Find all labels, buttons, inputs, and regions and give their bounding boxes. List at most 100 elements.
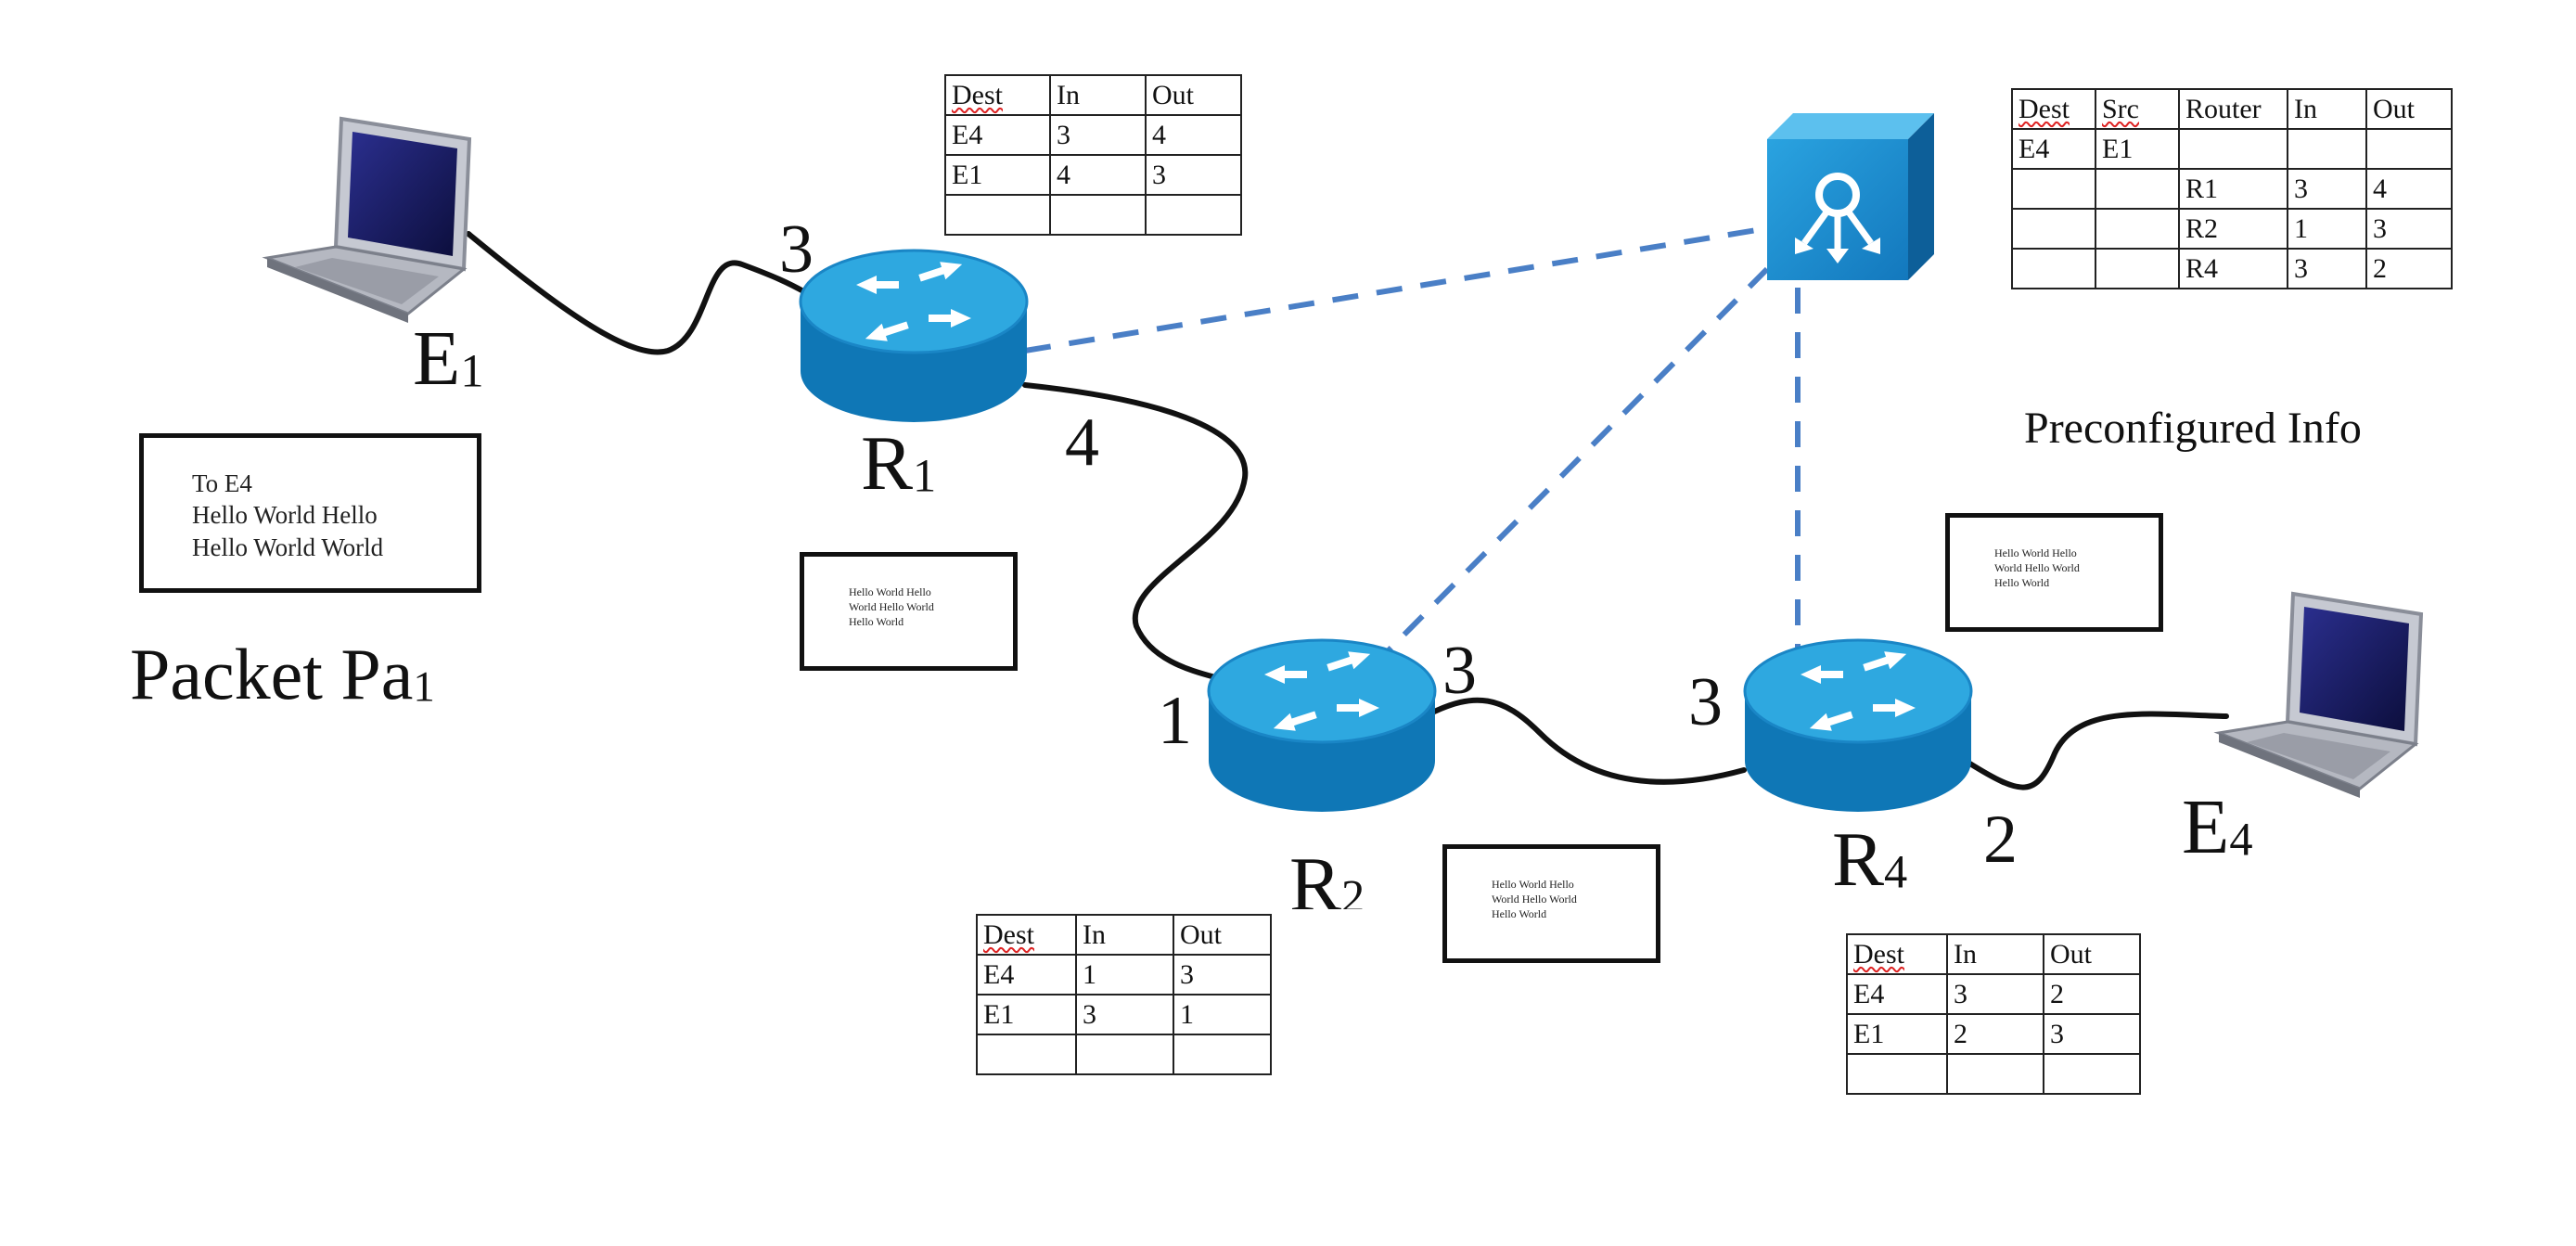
table-cell: R4 — [2178, 248, 2288, 289]
table-row: E1 2 3 — [1846, 1013, 2141, 1055]
table-cell: 3 — [2287, 168, 2367, 210]
table-cell — [1145, 194, 1242, 236]
table-header-cell: In — [1075, 914, 1174, 956]
table-row — [976, 1034, 1272, 1075]
table-cell — [2095, 168, 2180, 210]
table-cell: R1 — [2178, 168, 2288, 210]
table-cell: 1 — [1075, 954, 1174, 996]
table-cell — [1173, 1034, 1272, 1075]
table-header-cell: Out — [1145, 74, 1242, 116]
port-r4-right: 2 — [1983, 802, 2018, 878]
control-links — [1024, 225, 1801, 669]
table-cell — [1075, 1034, 1174, 1075]
link-r2-r4 — [1426, 697, 1747, 785]
router-icon — [1207, 638, 1437, 812]
table-cell: E1 — [2095, 128, 2180, 170]
packet-copy-r1-r2: Hello World Hello World Hello World Hell… — [800, 552, 1018, 671]
table-cell: 1 — [2287, 208, 2367, 250]
table-cell — [2095, 208, 2180, 250]
flow-table-r2: Dest In Out E4 1 3 E1 3 1 — [976, 914, 1272, 1075]
link-e1-r1 — [466, 231, 808, 355]
table-cell: 3 — [1049, 114, 1147, 156]
table-header-cell: In — [1049, 74, 1147, 116]
table-row: E1 4 3 — [944, 154, 1242, 196]
table-cell: E1 — [1846, 1013, 1948, 1055]
table-row — [1846, 1053, 2141, 1095]
table-cell: 2 — [2365, 248, 2453, 289]
table-header-cell: Router — [2178, 88, 2288, 130]
control-link-r1 — [1024, 225, 1775, 353]
packet-copy-line: Hello World — [1492, 907, 1547, 921]
table-header-cell: Out — [2043, 933, 2141, 975]
table-row: E4 E1 — [2011, 128, 2453, 170]
table-cell: 1 — [1173, 994, 1272, 1035]
table-header-row: Dest In Out — [976, 914, 1272, 956]
table-header-cell: Dest — [976, 914, 1077, 956]
router-label-r4: R4 — [1832, 816, 1908, 903]
packet-line: To E4 — [192, 469, 252, 497]
packet-copy-line: World Hello World — [1492, 893, 1577, 906]
table-header-cell: Src — [2095, 88, 2180, 130]
packet-copy-line: World Hello World — [1994, 561, 2080, 575]
table-cell: 2 — [2043, 973, 2141, 1015]
table-cell: 3 — [1075, 994, 1174, 1035]
table-cell: 4 — [1145, 114, 1242, 156]
router-icon — [799, 249, 1029, 422]
table-cell: E4 — [1846, 973, 1948, 1015]
table-cell — [2287, 128, 2367, 170]
table-header-cell: In — [2287, 88, 2367, 130]
table-cell: 3 — [1946, 973, 2044, 1015]
endpoint-label-e4: E4 — [2182, 784, 2253, 870]
table-cell: 3 — [2043, 1013, 2141, 1055]
port-r4-left: 3 — [1688, 664, 1723, 740]
table-cell — [2095, 248, 2180, 289]
table-cell — [944, 194, 1051, 236]
table-header-cell: In — [1946, 933, 2044, 975]
port-r2-left: 1 — [1158, 683, 1192, 759]
table-cell: E1 — [976, 994, 1077, 1035]
table-row: R1 3 4 — [2011, 168, 2453, 210]
table-row: R4 3 2 — [2011, 248, 2453, 289]
table-cell — [976, 1034, 1077, 1075]
packet-copy-line: World Hello World — [849, 600, 934, 614]
table-cell: 4 — [1049, 154, 1147, 196]
packet-line: Hello World Hello — [192, 501, 378, 530]
table-row: E4 3 4 — [944, 114, 1242, 156]
flow-table-r4: Dest In Out E4 3 2 E1 2 3 — [1846, 933, 2141, 1095]
table-cell: 4 — [2365, 168, 2453, 210]
port-r1-left: 3 — [779, 212, 814, 288]
control-link-r2 — [1370, 266, 1770, 669]
port-r1-right: 4 — [1065, 405, 1099, 481]
table-header-row: Dest Src Router In Out — [2011, 88, 2453, 130]
table-row: E1 3 1 — [976, 994, 1272, 1035]
table-cell: E4 — [2011, 128, 2096, 170]
table-header-cell: Out — [1173, 914, 1272, 956]
table-cell: R2 — [2178, 208, 2288, 250]
table-cell — [2043, 1053, 2141, 1095]
packet-copy-line: Hello World — [1994, 576, 2050, 590]
packet-line: Hello World World — [192, 533, 384, 561]
table-header-cell: Dest — [2011, 88, 2096, 130]
packet-copy-line: Hello World Hello — [1994, 546, 2077, 559]
packet-box: To E4 Hello World Hello Hello World Worl… — [139, 433, 481, 593]
table-cell — [2365, 128, 2453, 170]
table-cell: E4 — [976, 954, 1077, 996]
table-cell: 2 — [1946, 1013, 2044, 1055]
packet-copy-r4: Hello World Hello World Hello World Hell… — [1945, 513, 2163, 632]
table-cell — [2011, 168, 2096, 210]
endpoint-label-e1: E1 — [413, 315, 484, 402]
router-icon — [1743, 638, 1973, 812]
laptop-icon — [262, 116, 472, 323]
table-cell: E4 — [944, 114, 1051, 156]
table-header-row: Dest In Out — [1846, 933, 2141, 975]
table-cell — [2011, 248, 2096, 289]
packet-copy-line: Hello World — [849, 615, 904, 629]
table-header-row: Dest In Out — [944, 74, 1242, 116]
table-header-cell: Dest — [1846, 933, 1948, 975]
packet-label: Packet Pa1 — [130, 634, 435, 714]
router-label-r1: R1 — [861, 420, 937, 507]
table-cell — [2011, 208, 2096, 250]
table-header-cell: Dest — [944, 74, 1051, 116]
table-cell: E1 — [944, 154, 1051, 196]
